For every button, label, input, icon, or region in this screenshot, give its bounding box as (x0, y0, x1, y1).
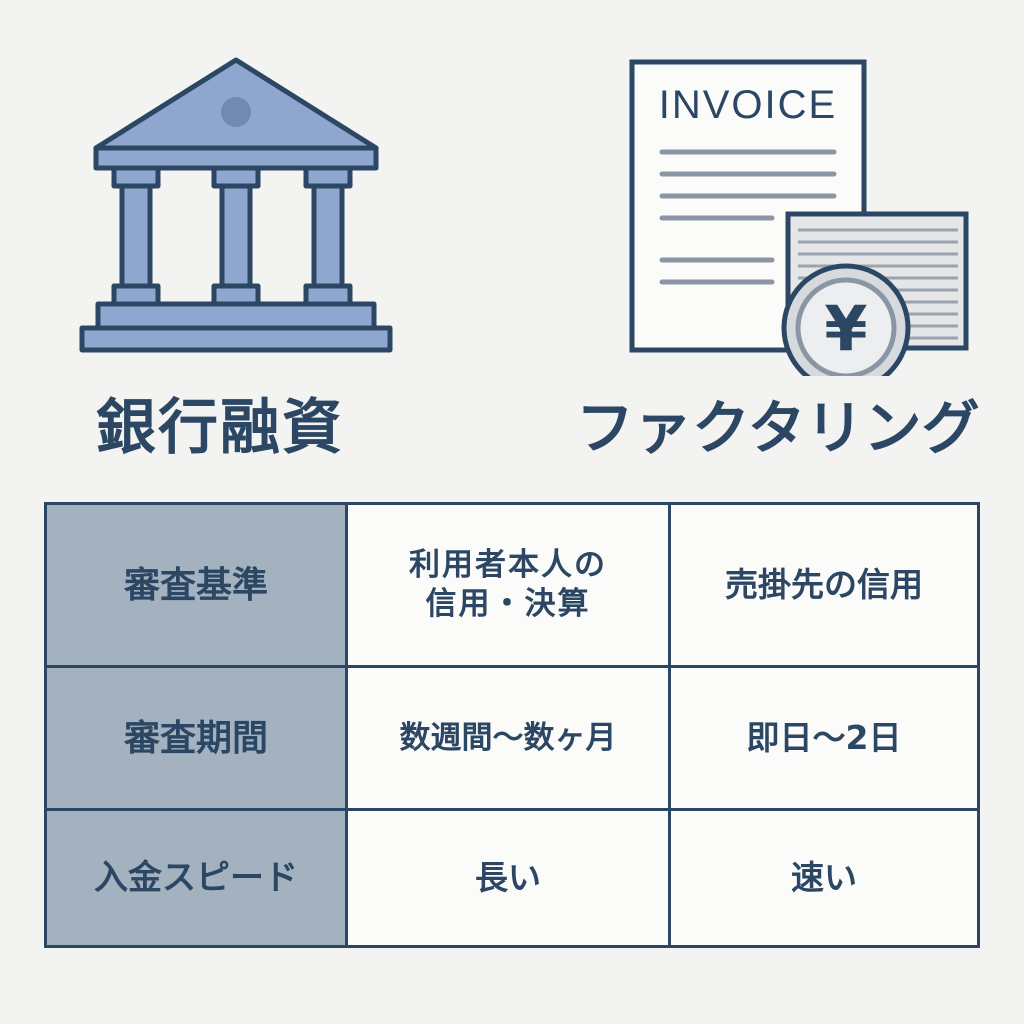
bank-screening-criteria: 利用者本人の 信用・決算 (348, 505, 668, 665)
factoring-title: ファクタリング (576, 394, 980, 462)
yen-symbol: ¥ (824, 292, 867, 365)
invoice-document-icon: INVOICE ¥ (629, 59, 969, 376)
factoring-screening-period: 即日〜2日 (671, 668, 977, 808)
bank-loan-title: 銀行融資 (96, 393, 344, 463)
bank-screening-period: 数週間〜数ヶ月 (348, 668, 668, 808)
bank-screening-criteria-text: 利用者本人の 信用・決算 (409, 547, 607, 622)
bank-building-icon (79, 57, 393, 353)
row-label-screening-criteria: 審査基準 (47, 505, 345, 665)
factoring-screening-criteria: 売掛先の信用 (671, 505, 977, 665)
invoice-label: INVOICE (659, 83, 837, 127)
comparison-table: 審査基準 利用者本人の 信用・決算 売掛先の信用 審査期間 数週間〜数ヶ月 即日… (44, 502, 980, 948)
factoring-payment-speed: 速い (671, 811, 977, 945)
row-label-payment-speed: 入金スピード (47, 811, 345, 945)
row-label-screening-period: 審査期間 (47, 668, 345, 808)
bank-payment-speed: 長い (348, 811, 668, 945)
